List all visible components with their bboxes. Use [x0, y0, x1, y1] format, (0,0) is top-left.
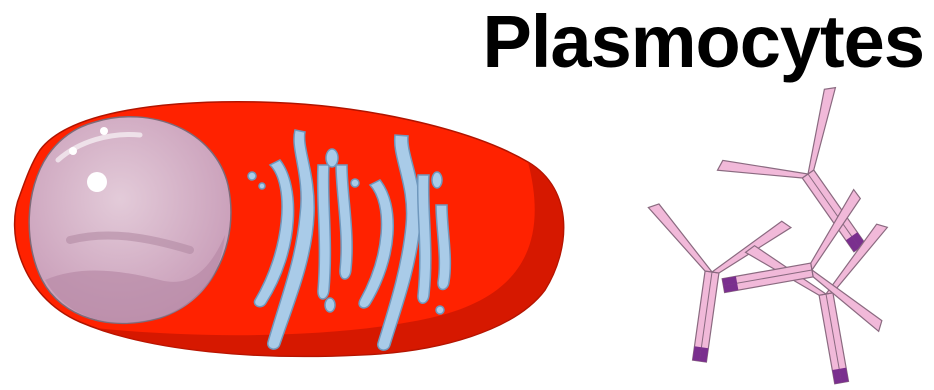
plasma-cell-icon	[15, 102, 564, 357]
nucleus-icon	[29, 117, 231, 324]
antibody-icon	[628, 84, 918, 390]
